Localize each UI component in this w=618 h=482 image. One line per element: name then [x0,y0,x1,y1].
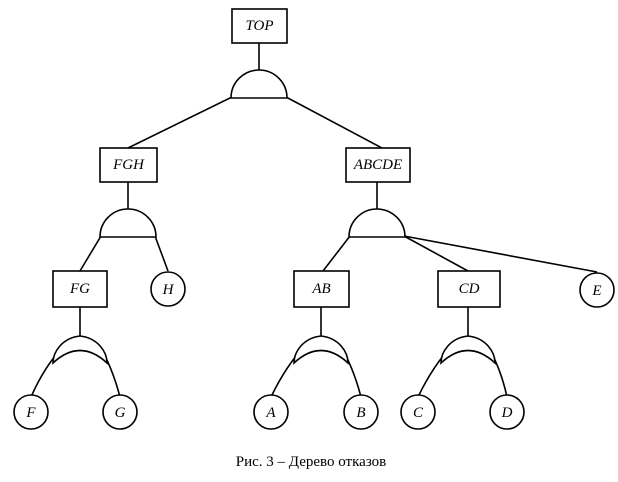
node-c-label: C [413,405,424,421]
node-b-label: B [356,405,365,421]
edge-abcde-gate-to-ab [322,235,351,272]
and-gate-top [230,69,288,99]
edge-fg-gate-to-f [30,355,56,398]
edge-abcde-gate-to-cd [403,235,469,272]
node-top: TOP [231,8,288,44]
edge-fgh-gate-to-h [154,235,169,272]
node-d-label: D [501,405,513,421]
node-cd-label: CD [459,281,480,297]
edge-top-gate-to-fgh [127,96,233,149]
or-gate-cd [440,335,496,365]
node-b: B [343,394,379,430]
node-f-label: F [25,405,36,421]
node-ab-label: AB [311,281,330,297]
node-g-label: G [115,405,126,421]
node-h-label: H [162,282,175,298]
node-f: F [13,394,49,430]
node-a: A [253,394,289,430]
edge-fgh-gate-to-fg [79,235,102,272]
edge-top-gate-to-abcde [285,96,383,149]
edge-abcde-gate-to-e [403,235,598,273]
node-c: C [400,394,436,430]
and-gate-fgh [99,208,157,238]
node-top-label: TOP [245,18,273,34]
node-g: G [102,394,138,430]
node-abcde-label: ABCDE [353,157,402,173]
node-fgh-label: FGH [112,157,145,173]
node-fg: FG [52,270,108,308]
node-fgh: FGH [99,147,158,183]
node-d: D [489,394,525,430]
edge-ab-gate-to-a [270,355,297,398]
or-gate-ab [293,335,349,365]
or-gate-fg [52,335,108,365]
node-a-label: A [265,405,276,421]
node-fg-label: FG [69,281,90,297]
edge-cd-gate-to-c [417,355,444,398]
node-cd: CD [437,270,501,308]
node-ab: AB [293,270,350,308]
node-e-label: E [591,283,601,299]
and-gate-abcde [348,208,406,238]
node-abcde: ABCDE [345,147,411,183]
node-h: H [150,271,186,307]
node-e: E [579,272,615,308]
figure-caption: Рис. 3 – Дерево отказов [236,454,386,470]
